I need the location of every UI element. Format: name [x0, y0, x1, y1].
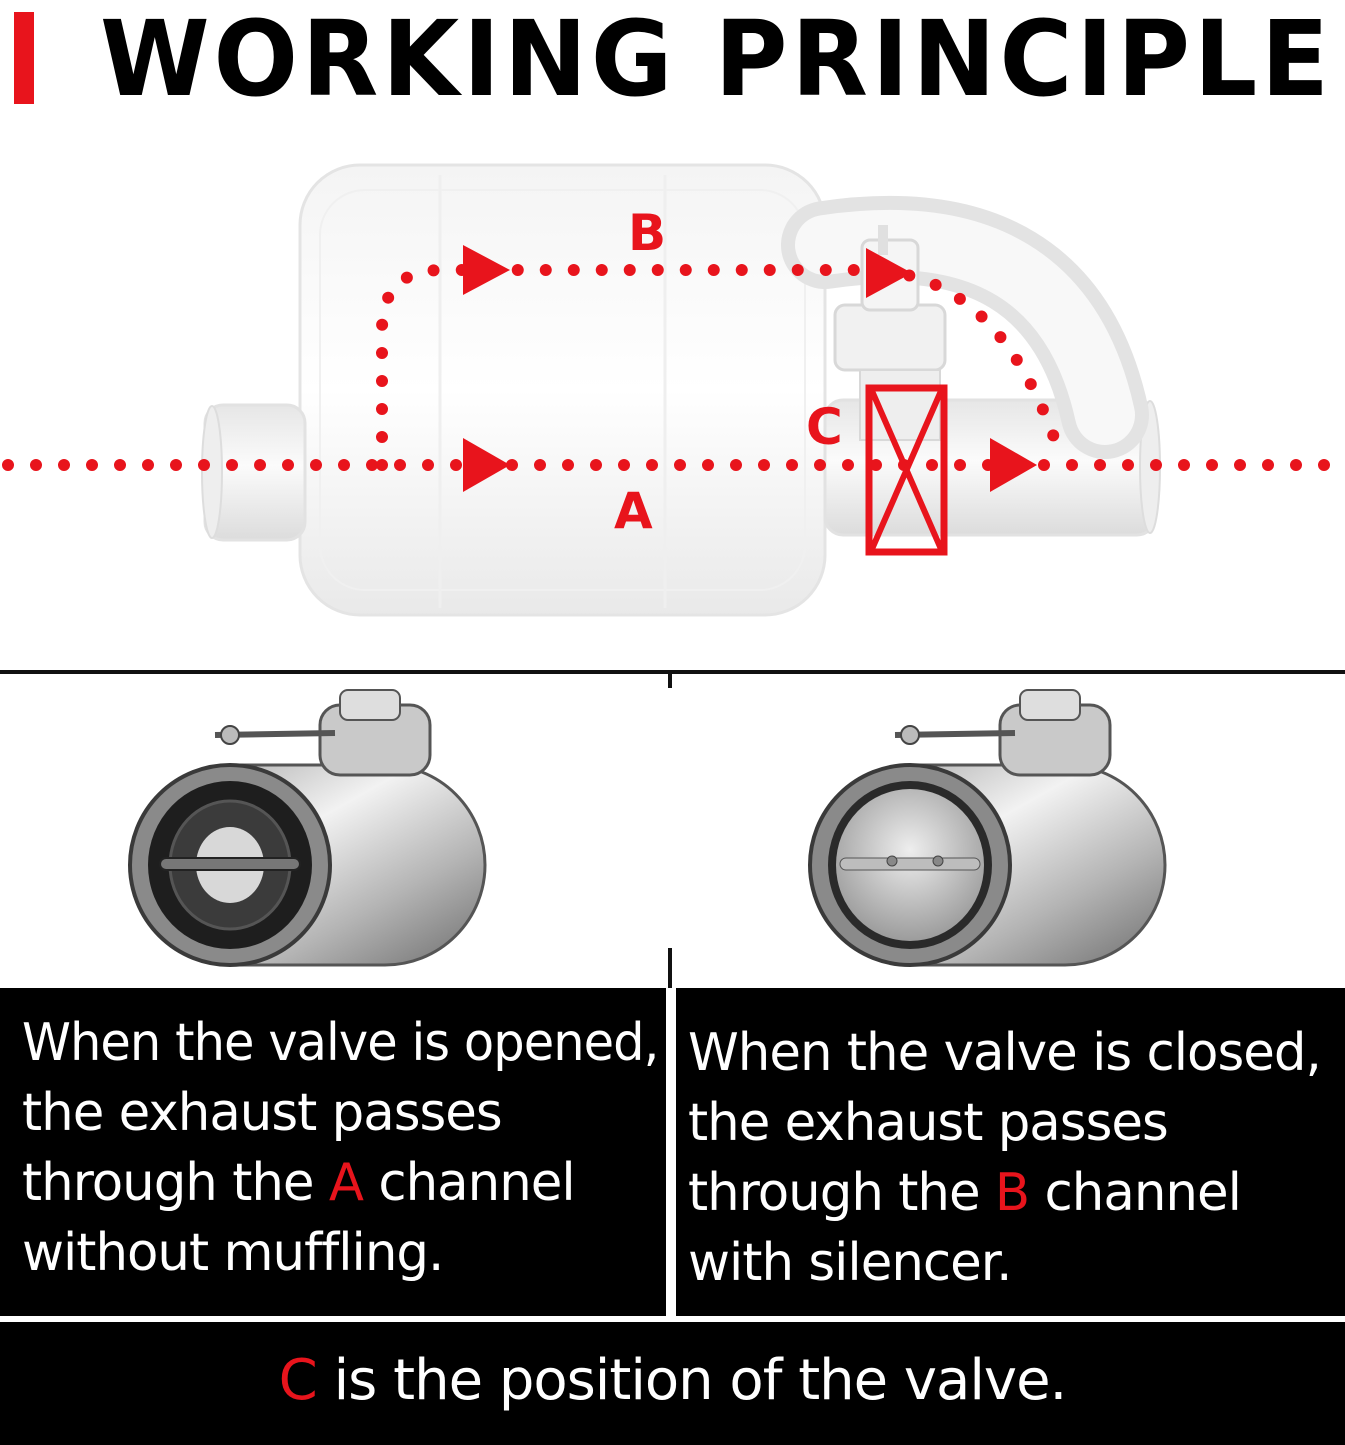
open-line-2: the exhaust passes [22, 1083, 503, 1143]
valve-closed-description: When the valve is closed, the exhaust pa… [676, 988, 1345, 1316]
flow-arrow-icon [990, 438, 1037, 492]
muffler-diagram: B A C [2, 163, 1345, 617]
page-title: WORKING PRINCIPLE [100, 0, 1333, 120]
muffler-illustration [201, 163, 1161, 617]
label-c: C [806, 398, 843, 456]
closed-line-2: the exhaust passes [688, 1093, 1169, 1153]
channel-c-label: C [278, 1348, 318, 1413]
closed-line-3-suffix: channel [1029, 1163, 1242, 1223]
closed-line-3-prefix: through the [688, 1163, 995, 1223]
open-line-3: through the A channel [22, 1148, 658, 1218]
channel-b-path [376, 245, 1066, 471]
valve-open-description: When the valve is opened, the exhaust pa… [0, 988, 666, 1316]
open-line-1: When the valve is opened, [22, 1013, 659, 1073]
flow-arrow-icon [463, 245, 510, 295]
open-line-3-prefix: through the [22, 1153, 329, 1213]
valve-position-marker [865, 384, 948, 556]
title-accent-bar [14, 12, 34, 104]
note-text: is the position of the valve. [316, 1348, 1068, 1413]
label-b: B [628, 204, 666, 262]
flow-arrow-icon [866, 248, 912, 298]
column-divider [668, 674, 672, 688]
channel-a-label: A [328, 1153, 364, 1213]
valve-position-note: C is the position of the valve. [0, 1322, 1345, 1445]
label-a: A [614, 482, 653, 540]
column-divider [668, 948, 672, 988]
flow-arrow-icon [463, 438, 510, 492]
open-line-3-suffix: channel [363, 1153, 575, 1213]
closed-line-4: with silencer. [688, 1233, 1013, 1293]
section-divider [0, 670, 1345, 674]
closed-line-3: through the B channel [688, 1158, 1337, 1228]
open-line-4: without muffling. [22, 1223, 444, 1283]
channel-b-label: B [994, 1163, 1030, 1223]
channel-a-path [2, 438, 1345, 492]
closed-line-1: When the valve is closed, [688, 1023, 1322, 1083]
header: WORKING PRINCIPLE [0, 0, 1345, 120]
exhaust-valve-opened-illustration [128, 689, 487, 967]
exhaust-valve-closed-illustration [808, 689, 1167, 967]
